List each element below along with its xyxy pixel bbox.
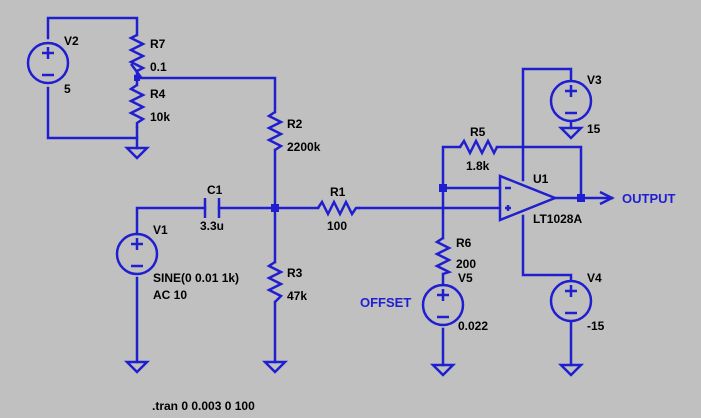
resistor-r6 — [434, 236, 453, 276]
voltage-source-icon — [549, 279, 593, 323]
capacitor-c1 — [203, 198, 221, 218]
spice-directive: .tran 0 0.003 0 100 — [152, 399, 255, 413]
wire-v2-bottom — [46, 86, 139, 140]
label-r2-name: R2 — [287, 117, 303, 131]
resistor-r7 — [128, 33, 146, 73]
junction-node-minus — [439, 184, 447, 192]
resistor-r1 — [316, 199, 360, 217]
label-r3-name: R3 — [287, 266, 303, 280]
label-r7-name: R7 — [150, 37, 166, 51]
ground-icon — [123, 360, 151, 374]
source-v3 — [549, 79, 593, 123]
label-v3-value: 15 — [587, 122, 601, 136]
label-u1-value: LT1028A — [533, 212, 582, 226]
resistor-r4 — [128, 83, 146, 128]
label-r1-value: 100 — [327, 219, 347, 233]
ground-icon — [261, 360, 289, 374]
wire-vplus — [521, 67, 573, 182]
label-r4-value: 10k — [150, 110, 170, 124]
label-u1-name: U1 — [533, 172, 549, 186]
label-r4-name: R4 — [150, 87, 166, 101]
wire-r5-right — [495, 145, 583, 200]
label-v4-name: V4 — [587, 271, 602, 285]
polarity-icon — [437, 289, 449, 319]
ground-icon — [123, 146, 151, 160]
opamp-triangle-icon — [498, 174, 559, 222]
source-v1 — [115, 232, 159, 276]
capacitor-icon — [203, 198, 221, 218]
label-c1-value: 3.3u — [200, 219, 224, 233]
label-v3-name: V3 — [587, 73, 602, 87]
junction-node-a — [271, 204, 279, 212]
ground-icon — [557, 363, 585, 377]
net-label-output: OUTPUT — [622, 191, 676, 206]
grounds — [123, 126, 585, 377]
voltage-source-icon — [421, 283, 465, 327]
junction-wiper — [134, 75, 140, 81]
wire-v2-top — [46, 16, 139, 40]
polarity-icon — [565, 85, 577, 115]
label-v4-value: -15 — [587, 319, 605, 333]
wire-v1-c1 — [135, 206, 207, 236]
source-v2 — [26, 41, 70, 85]
wire-wiper-r2 — [135, 76, 277, 114]
resistor-r2 — [266, 110, 284, 152]
label-r6-value: 200 — [456, 257, 476, 271]
label-v1-value: SINE(0 0.01 1k) — [153, 271, 239, 285]
ground-icon — [429, 363, 457, 377]
label-v5-name: V5 — [458, 271, 473, 285]
source-v4 — [549, 279, 593, 323]
source-v5 — [421, 283, 465, 327]
component-labels: V2 5 R7 0.1 R4 10k R2 2200k C1 3.3u V1 S… — [64, 34, 605, 333]
polarity-icon — [565, 285, 577, 315]
wire-vminus — [521, 214, 573, 282]
ground-icon — [557, 126, 585, 140]
voltage-source-icon — [26, 41, 70, 85]
voltage-source-icon — [115, 232, 159, 276]
resistors — [128, 33, 499, 303]
label-r5-value: 1.8k — [466, 159, 490, 173]
junctions — [134, 75, 585, 212]
voltage-sources — [26, 41, 593, 327]
label-v2-name: V2 — [64, 34, 79, 48]
label-v1-ac: AC 10 — [153, 288, 187, 302]
label-c1-name: C1 — [207, 183, 223, 197]
resistor-r5 — [458, 138, 499, 156]
label-r5-name: R5 — [470, 125, 486, 139]
label-r1-name: R1 — [330, 185, 346, 199]
label-v1-name: V1 — [153, 223, 168, 237]
net-label-offset: OFFSET — [360, 295, 411, 310]
label-v2-value: 5 — [64, 82, 71, 96]
label-v5-value: 0.022 — [458, 319, 488, 333]
polarity-icon — [42, 47, 54, 77]
junction-output — [577, 194, 585, 202]
wire-r5-left — [441, 145, 462, 190]
label-r6-name: R6 — [456, 236, 472, 250]
opamp-u1 — [498, 174, 559, 222]
polarity-icon — [131, 238, 143, 268]
plus-icon — [505, 205, 511, 211]
label-r3-value: 47k — [287, 289, 307, 303]
label-r7-value: 0.1 — [150, 60, 167, 74]
label-r2-value: 2200k — [287, 140, 321, 154]
voltage-source-icon — [549, 79, 593, 123]
net-labels: OUTPUT OFFSET — [360, 191, 676, 310]
output-port-icon — [599, 190, 615, 206]
potentiometer-wiper-icon — [130, 63, 143, 78]
resistor-r3 — [266, 260, 284, 303]
